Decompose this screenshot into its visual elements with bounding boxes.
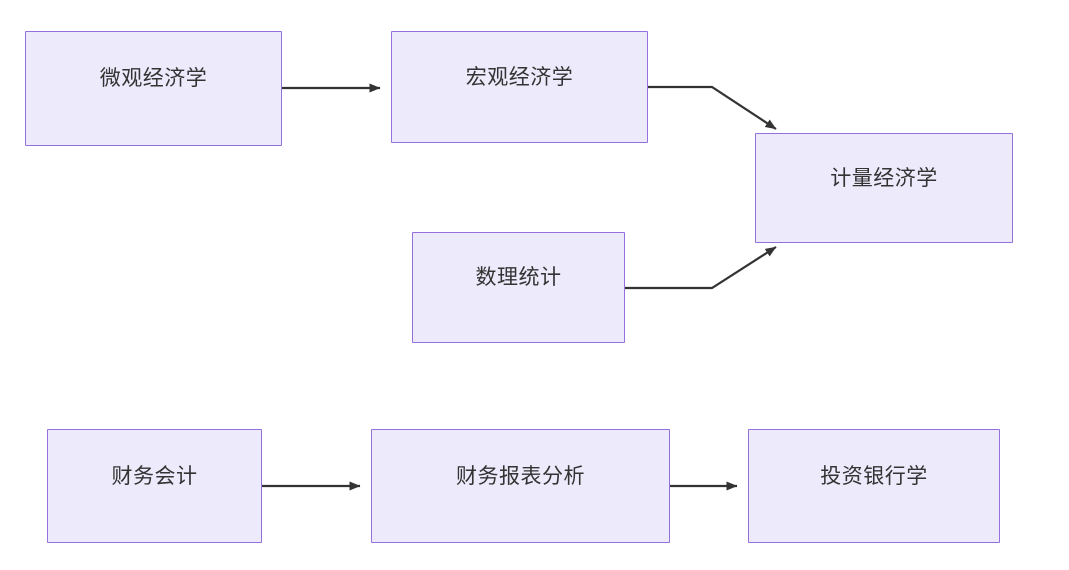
- node-finstmt[interactable]: 财务报表分析: [371, 429, 670, 543]
- node-label-ibank: 投资银行学: [820, 464, 928, 488]
- node-label-macro: 宏观经济学: [465, 65, 574, 89]
- node-label-mathstat: 数理统计: [475, 266, 562, 290]
- node-label-finstmt: 财务报表分析: [456, 464, 585, 488]
- edge-macro-econometrics: [648, 85, 777, 130]
- node-macro[interactable]: 宏观经济学: [391, 31, 648, 143]
- node-label-econometrics: 计量经济学: [830, 166, 938, 190]
- node-econometrics[interactable]: 计量经济学: [755, 133, 1013, 243]
- node-ibank[interactable]: 投资银行学: [748, 429, 1000, 543]
- node-finacct[interactable]: 财务会计: [47, 429, 262, 543]
- node-label-micro: 微观经济学: [99, 67, 208, 91]
- node-mathstat[interactable]: 数理统计: [412, 232, 625, 343]
- node-micro[interactable]: 微观经济学: [25, 31, 282, 146]
- node-label-finacct: 财务会计: [111, 464, 198, 488]
- edge-mathstat-econometrics: [625, 246, 777, 290]
